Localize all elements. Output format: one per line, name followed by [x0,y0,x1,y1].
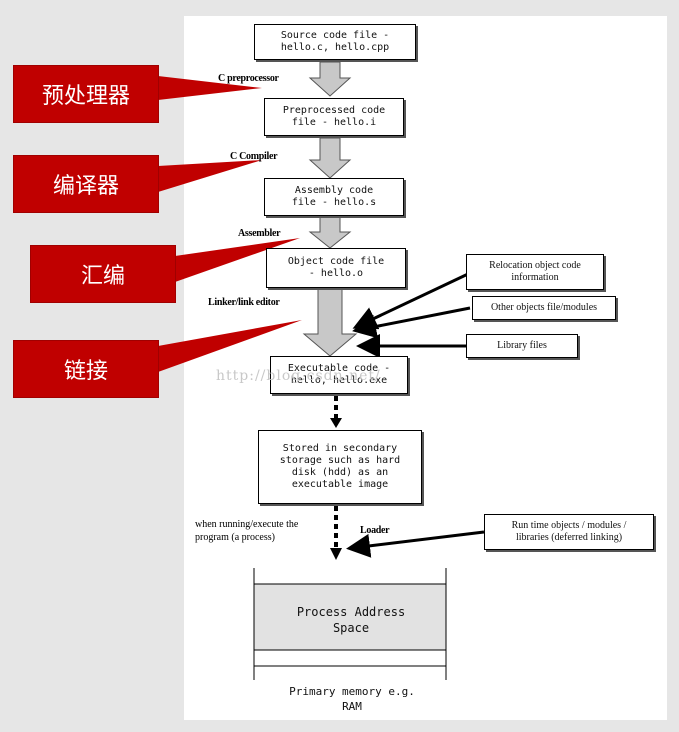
callout-linker: 链接 [14,341,158,397]
watermark: http://blog.csdn.net/ [216,368,381,384]
callout-wedge-compiler [158,160,262,192]
preprocessed-code-box: Preprocessed code file - hello.i [264,98,404,136]
source-code-box: Source code file - hello.c, hello.cpp [254,24,416,60]
arrow-assembler [308,215,352,249]
label-c-preprocessor: C preprocessor [218,73,279,84]
arrow-compiler [308,137,352,179]
assembly-code-box: Assembly code file - hello.s [264,178,404,216]
callout-wedge-linker [158,320,302,372]
stored-secondary-box: Stored in secondary storage such as hard… [258,430,422,504]
relocation-info-box: Relocation object code information [466,254,604,290]
process-address-space [253,583,447,651]
when-running-note: when running/execute the program (a proc… [195,519,299,543]
callout-preprocessor: 预处理器 [14,66,158,122]
label-c-compiler: C Compiler [230,151,278,162]
callout-wedge-preprocessor [158,76,262,100]
arrow-runtime [346,530,485,558]
object-code-box: Object code file - hello.o [266,248,406,288]
label-assembler: Assembler [238,228,281,239]
callout-compiler: 编译器 [14,156,158,212]
executable-code-box: Executable code - hello, hello.exe [270,356,408,394]
other-objects-box: Other objects file/modules [472,296,616,320]
runtime-objects-box: Run time objects / modules / libraries (… [484,514,654,550]
label-loader: Loader [360,525,390,536]
library-files-box: Library files [466,334,578,358]
label-linker: Linker/link editor [208,297,280,308]
primary-memory-label: Primary memory e.g. RAM [289,685,415,713]
callout-assembler: 汇编 [31,246,175,302]
arrow-linker [302,287,358,357]
process-address-space-label: Process Address Space [296,605,406,635]
arrow-other-objects [352,306,471,339]
arrow-preprocessor [308,61,352,97]
